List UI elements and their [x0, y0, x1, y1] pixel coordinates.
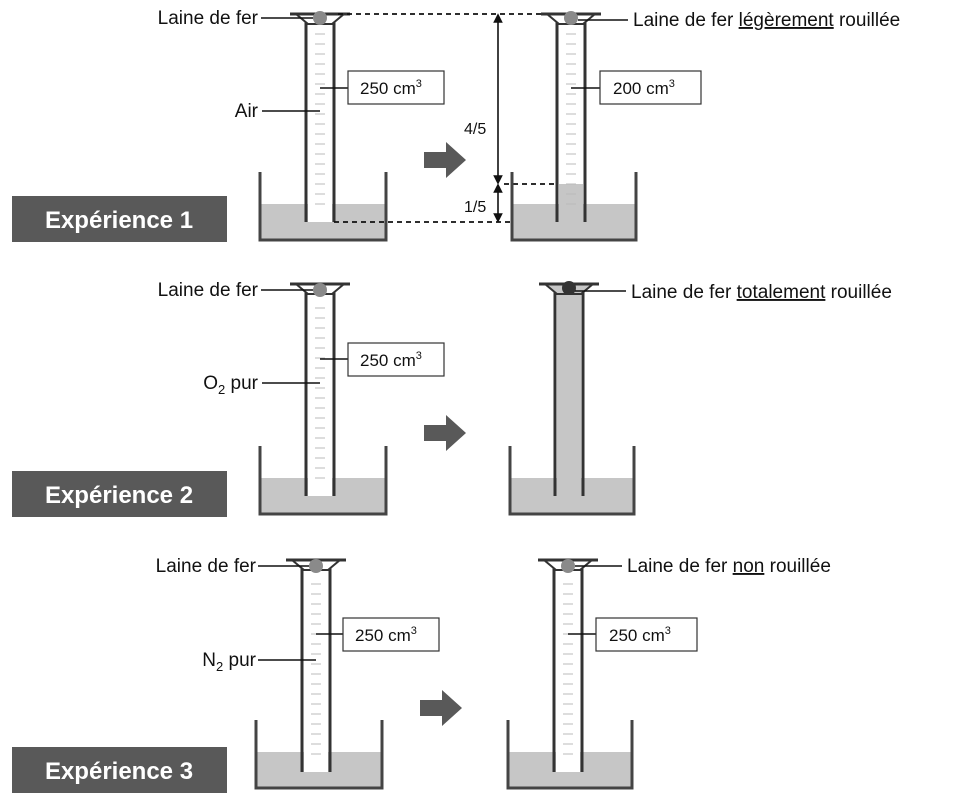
title-bg-3 [12, 747, 227, 793]
fraction-1-5: 1/5 [464, 199, 486, 216]
arrow-icon [420, 690, 462, 726]
label-gas-1: Air [235, 101, 259, 122]
volume-box-right-3 [595, 617, 698, 652]
iron-wool-icon [564, 11, 578, 25]
experience-title-2: Expérience 2 [45, 482, 193, 509]
tube-right-3 [538, 558, 598, 772]
volume-box-left-3 [342, 617, 440, 652]
tube-left-3 [286, 558, 346, 772]
label-iron-wool-result-1: Laine de fer légèrement rouillée [633, 10, 900, 31]
volume-left-3: 250 cm [355, 626, 411, 645]
label-iron-wool-result-2: Laine de fer totalement rouillée [631, 282, 892, 303]
tube-right-1 [541, 11, 601, 222]
label-gas-2: O2 pur [203, 373, 258, 397]
title-bg-1 [12, 196, 227, 242]
volume-box-left-2 [347, 342, 445, 377]
experience-1: Laine de fer Air 250 cm3 4/5 1/5 [12, 8, 900, 242]
tube-right-2 [539, 281, 599, 496]
svg-text:250 cm3: 250 cm3 [355, 625, 417, 645]
label-iron-wool-result-3: Laine de fer non rouillée [627, 556, 831, 577]
label-iron-wool-3: Laine de fer [156, 556, 257, 577]
arrow-icon [424, 142, 466, 178]
fraction-4-5: 4/5 [464, 121, 486, 138]
volume-left-2: 250 cm [360, 351, 416, 370]
iron-wool-icon [313, 11, 327, 25]
iron-wool-icon [313, 283, 327, 297]
volume-left-1: 250 cm [360, 79, 416, 98]
label-iron-wool-2: Laine de fer [158, 280, 259, 301]
svg-text:250 cm3: 250 cm3 [609, 625, 671, 645]
volume-right-3: 250 cm [609, 626, 665, 645]
label-iron-wool-1: Laine de fer [158, 8, 259, 29]
arrow-icon [424, 415, 466, 451]
iron-wool-icon [562, 281, 576, 295]
iron-wool-icon [309, 559, 323, 573]
volume-box-left-1 [347, 70, 445, 105]
svg-text:250 cm3: 250 cm3 [360, 78, 422, 98]
experience-title-1: Expérience 1 [45, 207, 193, 234]
tube-left-2 [290, 282, 350, 496]
title-bg-2 [12, 471, 227, 517]
experience-title-3: Expérience 3 [45, 758, 193, 785]
volume-right-1: 200 cm [613, 79, 669, 98]
tube-left-1 [290, 11, 350, 222]
svg-text:250 cm3: 250 cm3 [360, 350, 422, 370]
experience-3: Laine de fer N2 pur 250 cm3 Laine de fer… [12, 556, 831, 793]
beaker-left-3 [254, 720, 384, 790]
label-gas-3: N2 pur [202, 650, 256, 674]
volume-box-right-1 [599, 70, 702, 105]
svg-text:200 cm3: 200 cm3 [613, 78, 675, 98]
experience-2: Laine de fer O2 pur 250 cm3 Laine de fer… [12, 280, 892, 517]
iron-wool-icon [561, 559, 575, 573]
